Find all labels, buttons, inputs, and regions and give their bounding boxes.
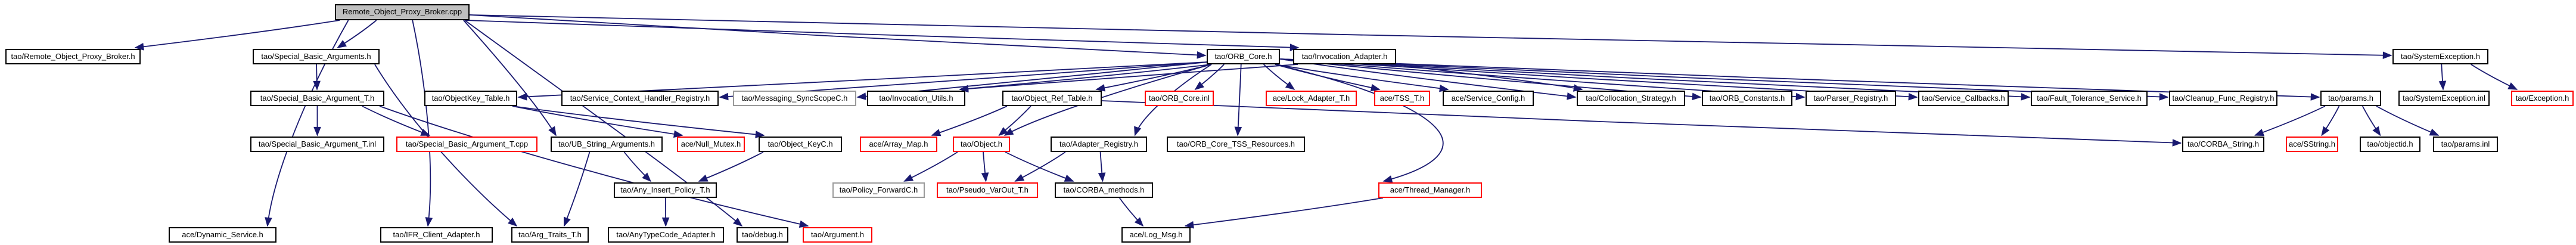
include-edge-orb_core-colloc	[1279, 58, 1577, 100]
node-fault_tol[interactable]: tao/Fault_Tolerance_Service.h	[2031, 91, 2148, 106]
include-edge-orb_core-thread_mgr	[1275, 64, 1444, 183]
node-pseudo_varout[interactable]: tao/Pseudo_VarOut_T.h	[937, 182, 1038, 198]
include-edge-object_keyc-any_insert	[698, 151, 764, 182]
node-orb_core[interactable]: tao/ORB_Core.h	[1207, 49, 1280, 64]
node-sstring[interactable]: ace/SString.h	[2286, 137, 2338, 152]
node-parser_reg[interactable]: tao/Parser_Registry.h	[1806, 91, 1896, 106]
node-cpp[interactable]: Remote_Object_Proxy_Broker.cpp	[335, 4, 470, 20]
include-edge-adapter_reg-pseudo_varout	[1014, 151, 1066, 182]
node-sch_registry[interactable]: tao/Service_Context_Handler_Registry.h	[561, 91, 719, 106]
node-dynamic_svc[interactable]: ace/Dynamic_Service.h	[169, 227, 276, 243]
node-orb_core_inl[interactable]: tao/ORB_Core.inl	[1145, 91, 1214, 106]
include-edge-thread_mgr-log_msg	[1184, 197, 1384, 229]
include-edge-object_h-pseudo_varout	[981, 151, 989, 182]
include-edge-orb_core-params_h	[1279, 58, 2320, 101]
include-edge-objectkey_table-object_keyc	[512, 106, 765, 138]
node-params_inl[interactable]: tao/params.inl	[2433, 137, 2498, 152]
node-adapter_reg[interactable]: tao/Adapter_Registry.h	[1051, 137, 1147, 152]
include-edge-object_h-corba_methods	[1005, 151, 1074, 182]
include-edge-params_h-objectid	[2362, 106, 2381, 137]
include-edge-corba_methods-log_msg	[1119, 197, 1144, 227]
include-edge-sysex-sysex_inl	[2438, 64, 2447, 91]
node-sysex[interactable]: tao/SystemException.h	[2392, 49, 2488, 64]
include-edge-params_h-corba_string	[2254, 106, 2326, 136]
node-log_msg[interactable]: ace/Log_Msg.h	[1121, 227, 1191, 243]
node-sba[interactable]: tao/Special_Basic_Arguments.h	[253, 49, 380, 64]
node-object_h[interactable]: tao/Object.h	[953, 137, 1010, 152]
include-edge-cpp-sysex	[469, 14, 2392, 60]
include-edge-ub_string-arg_traits	[563, 151, 591, 227]
node-anytypecode[interactable]: tao/AnyTypeCode_Adapter.h	[608, 227, 724, 243]
node-lock_adapter[interactable]: ace/Lock_Adapter_T.h	[1266, 91, 1357, 106]
node-object_keyc[interactable]: tao/Object_KeyC.h	[759, 137, 842, 152]
node-orb_tss[interactable]: tao/ORB_Core_TSS_Resources.h	[1167, 137, 1305, 152]
node-svc_config[interactable]: ace/Service_Config.h	[1443, 91, 1534, 106]
include-edge-obj_ref_table-array_map	[931, 106, 1008, 137]
include-edge-params_h-sstring	[2321, 106, 2340, 137]
node-array_map[interactable]: ace/Array_Map.h	[860, 137, 937, 152]
node-cleanup[interactable]: tao/Cleanup_Func_Registry.h	[2169, 91, 2277, 106]
include-edge-inv_adapter-inv_utils	[959, 64, 1298, 93]
node-ifr_client[interactable]: tao/IFR_Client_Adapter.h	[380, 227, 493, 243]
node-corba_methods[interactable]: tao/CORBA_methods.h	[1055, 182, 1153, 198]
include-edge-orb_core-orb_core_inl	[1194, 64, 1225, 90]
node-remote_h[interactable]: tao/Remote_Object_Proxy_Broker.h	[5, 49, 141, 64]
node-null_mutex[interactable]: ace/Null_Mutex.h	[677, 137, 745, 152]
node-policy_fwd[interactable]: tao/Policy_ForwardC.h	[832, 182, 925, 198]
node-sysex_inl[interactable]: tao/SystemException.inl	[2398, 91, 2490, 106]
node-svc_callbacks[interactable]: tao/Service_Callbacks.h	[1918, 91, 2009, 106]
node-exception_h[interactable]: tao/Exception.h	[2511, 91, 2574, 106]
include-edge-sbat_h-sbat_cpp	[362, 106, 431, 136]
node-sbat_inl[interactable]: tao/Special_Basic_Argument_T.inl	[250, 137, 384, 152]
node-argument[interactable]: tao/Argument.h	[803, 227, 872, 243]
node-obj_ref_table[interactable]: tao/Object_Ref_Table.h	[1002, 91, 1102, 106]
node-orb_constants[interactable]: tao/ORB_Constants.h	[1702, 91, 1792, 106]
include-edge-adapter_reg-corba_methods	[1098, 151, 1106, 182]
include-edge-object_h-policy_fwd	[903, 151, 958, 182]
include-edge-cpp-orb_core	[469, 14, 1207, 59]
include-edge-ub_string-any_insert	[623, 151, 652, 182]
node-objectid[interactable]: tao/objectid.h	[2360, 137, 2420, 152]
include-edge-cpp-ub_string	[463, 20, 557, 137]
node-inv_utils[interactable]: tao/Invocation_Utils.h	[867, 91, 965, 106]
include-edge-orb_core-orb_tss	[1234, 64, 1242, 137]
node-params_h[interactable]: tao/params.h	[2320, 91, 2381, 106]
include-edge-params_h-params_inl	[2376, 106, 2440, 136]
include-edge-orb_core-svc_config	[1275, 64, 1449, 92]
include-edge-obj_ref_table-object_h	[998, 106, 1031, 136]
include-edge-cpp-inv_adapter	[464, 20, 1300, 51]
node-debug[interactable]: tao/debug.h	[737, 227, 788, 243]
node-colloc[interactable]: tao/Collocation_Strategy.h	[1577, 91, 1685, 106]
include-edge-sba-sbat_h	[313, 64, 321, 91]
node-tss_t[interactable]: ace/TSS_T.h	[1374, 91, 1430, 106]
node-objectkey_table[interactable]: tao/ObjectKey_Table.h	[424, 91, 517, 106]
node-sbat_h[interactable]: tao/Special_Basic_Argument_T.h	[250, 91, 384, 106]
include-edge-objectkey_table-null_mutex	[512, 106, 683, 138]
include-edge-orb_core-obj_ref_table	[1095, 64, 1212, 92]
include-edge-cpp-debug	[464, 20, 743, 227]
include-edge-cpp-sba	[337, 20, 377, 48]
node-arg_traits[interactable]: tao/Arg_Traits_T.h	[511, 227, 589, 243]
node-msg_sync[interactable]: tao/Messaging_SyncScopeC.h	[733, 91, 856, 106]
node-sbat_cpp[interactable]: tao/Special_Basic_Argument_T.cpp	[396, 137, 537, 152]
node-corba_string[interactable]: tao/CORBA_String.h	[2182, 137, 2264, 152]
include-edge-sysex-exception_h	[2471, 64, 2518, 90]
include-edge-inv_adapter-colloc	[1391, 64, 1583, 92]
include-edge-obj_ref_table-corba_string	[1101, 100, 2182, 147]
node-thread_mgr[interactable]: ace/Thread_Manager.h	[1378, 182, 1482, 198]
include-edge-cpp-remote_h	[134, 20, 340, 51]
node-ub_string[interactable]: tao/UB_String_Arguments.h	[551, 137, 663, 152]
node-inv_adapter[interactable]: tao/Invocation_Adapter.h	[1293, 49, 1396, 64]
include-edge-sbat_h-argument	[379, 106, 809, 228]
node-any_insert[interactable]: tao/Any_Insert_Policy_T.h	[614, 182, 717, 198]
